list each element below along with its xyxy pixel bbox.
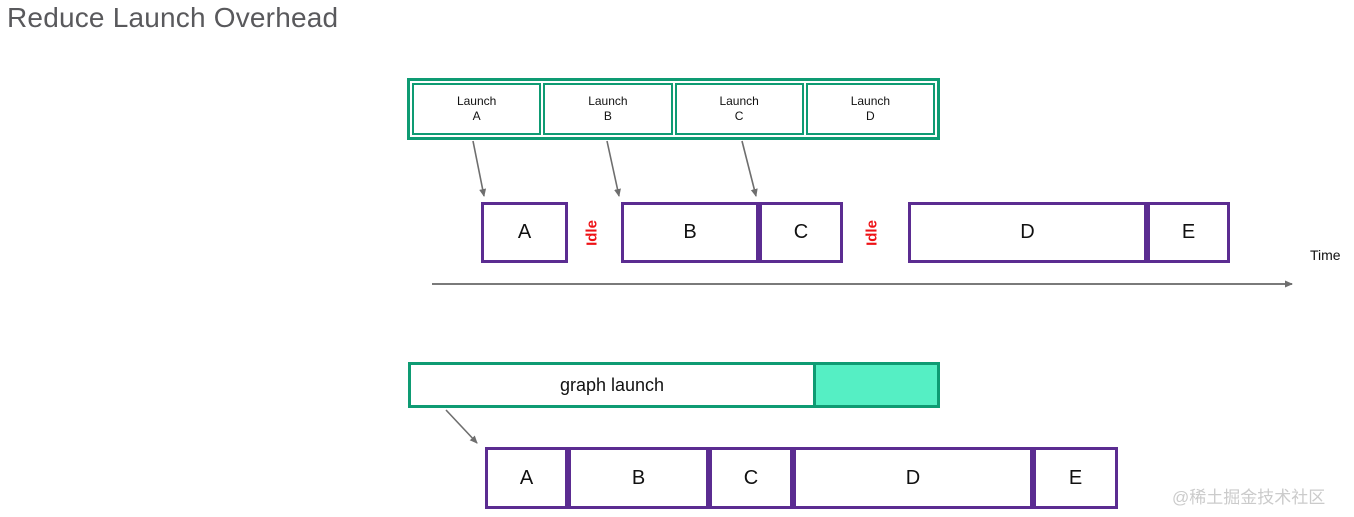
kernel-graph-e: E xyxy=(1033,447,1118,509)
kernel-serial-e: E xyxy=(1147,202,1230,263)
launch-box-c: Launch C xyxy=(674,83,804,135)
launch-box-b: Launch B xyxy=(543,83,673,135)
watermark: @稀土掘金技术社区 xyxy=(1172,488,1326,507)
launch-box-c-line1: Launch xyxy=(719,94,759,108)
graph-launch-fill-segment xyxy=(813,365,937,405)
launch-box-a-line2: A xyxy=(472,109,481,123)
launch-box-d-line1: Launch xyxy=(850,94,891,108)
launch-box-a-line1: Launch xyxy=(456,94,497,108)
idle-label-1: Idle xyxy=(583,220,601,246)
launch-stream-container: Launch A Launch B Launch C Launch D xyxy=(407,78,940,140)
page-title: Reduce Launch Overhead xyxy=(7,2,339,33)
launch-box-c-line2: C xyxy=(734,109,744,123)
time-axis-label: Time xyxy=(1310,247,1341,263)
launch-box-d-line2: D xyxy=(866,109,875,123)
idle-label-2: Idle xyxy=(863,220,881,246)
graph-launch-box: graph launch xyxy=(408,362,940,408)
kernel-graph-d: D xyxy=(793,447,1033,509)
arrow-launchA-to-kernelA xyxy=(472,140,487,197)
kernel-graph-b: B xyxy=(568,447,709,509)
arrow-graphlaunch-to-kernels xyxy=(445,409,478,444)
kernel-serial-a: A xyxy=(481,202,568,263)
kernel-serial-b: B xyxy=(621,202,759,263)
kernel-graph-a: A xyxy=(485,447,568,509)
kernel-graph-c: C xyxy=(709,447,793,509)
launch-box-b-line2: B xyxy=(603,109,612,123)
arrow-launchB-to-kernelB xyxy=(606,140,621,197)
launch-box-d: Launch D xyxy=(805,83,935,135)
kernel-serial-c: C xyxy=(759,202,843,263)
arrow-launchC-to-kernelC xyxy=(741,140,758,197)
graph-launch-label: graph launch xyxy=(559,374,665,395)
kernel-serial-d: D xyxy=(908,202,1147,263)
launch-box-a: Launch A xyxy=(412,83,542,135)
launch-box-b-line1: Launch xyxy=(588,94,628,108)
